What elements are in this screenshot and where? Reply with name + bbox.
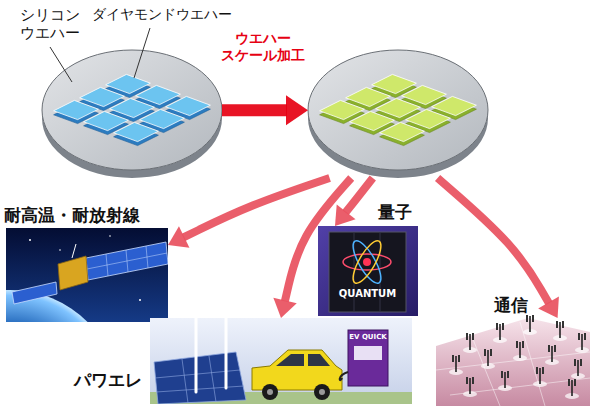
antenna-tower [463,377,477,397]
tile-top [320,100,365,119]
application-panel: 通信 [436,318,588,406]
charger-text: EV QUICK [348,333,388,341]
process-arrow [222,104,287,116]
process-arrow [285,178,351,301]
antenna-tower [523,315,537,335]
wind-turbine [210,279,244,388]
solar-grid [155,356,244,403]
ev-charger [340,330,388,386]
antenna-tower [493,323,507,343]
tile-top [372,74,417,93]
application-panel: 耐高温・耐放射線 [6,228,168,322]
solar-panel [154,352,246,404]
wafer-node: シリコン ウエハーダイヤモンドウエハー [42,50,222,178]
antenna-tower [545,345,559,365]
connector-group [222,95,308,125]
tile-top [110,98,155,117]
application-panel: パワエレ [150,318,412,404]
quantum-ground [318,226,418,316]
wafer-tile [380,122,425,145]
processed-tiles [320,74,477,145]
tile-top [406,109,451,128]
tile-top [106,74,151,93]
satellite-body [58,256,88,290]
application-panel: 量子 [318,226,418,316]
connector-group [438,178,559,318]
antenna-tower [571,359,585,379]
wafer-top [42,50,222,170]
computer-cabinet [329,232,406,312]
solar-wing [12,282,57,304]
arrow-head [168,226,189,248]
car [252,350,342,400]
antenna-tower [513,341,527,361]
application-heading: 耐高温・耐放射線 [4,205,140,225]
application-heading: 量子 [378,202,412,222]
communication-picture [436,315,590,406]
wind-turbine [177,280,215,392]
antenna-tower [463,333,477,353]
antenna-tower [565,379,579,399]
process-label: ウエハー スケール加工 [218,30,308,64]
antenna-tower [449,355,463,375]
process-arrow [438,178,549,303]
antenna-group [449,315,589,399]
tile-top [54,100,99,119]
arrow-head [538,296,559,318]
wafer-top [308,50,488,170]
diamond-tiles [54,74,211,145]
quantum-picture [318,226,418,316]
part-label: シリコン ウエハー [20,6,90,42]
arrow-head [273,298,296,318]
sky-ground [150,318,412,404]
tile-top [402,85,447,104]
power-picture [150,279,412,404]
floor-grid [436,322,590,406]
solar-grid [87,246,167,276]
tile-top [350,111,395,130]
arrow-head [335,204,356,226]
tile-top [84,111,129,130]
antenna-tower [481,349,495,369]
part-label: ダイヤモンドウエハー [92,6,232,23]
antenna-tower [553,321,567,341]
screen-text: QUANTUM [329,288,406,300]
wafer-node: ウエハー スケール加工 [308,50,488,178]
application-heading: パワエレ [74,370,142,390]
tile-top [346,87,391,106]
tile-top [114,122,159,141]
atom-symbol [343,237,391,287]
application-heading: 通信 [494,295,528,315]
antenna-tower [533,367,547,387]
tile-top [380,122,425,141]
tile-top [376,98,421,117]
antenna-tower [575,333,589,353]
wafer-tile [114,122,159,145]
star [59,249,61,251]
tile-top [166,96,211,115]
silicon-wafer [42,50,222,178]
city-floor [436,318,590,406]
tile-top [432,96,477,115]
star [139,299,141,301]
antenna-tower [498,371,512,391]
tile-top [140,109,185,128]
star [29,239,31,241]
leader-line [50,47,72,82]
star [109,235,111,237]
processed-wafer [308,50,488,178]
antenna [72,244,76,258]
tile-top [80,87,125,106]
solar-wing [86,242,168,280]
leader-line [134,28,150,78]
arrow-head [286,95,308,125]
satellite-picture [6,228,168,322]
tile-top [136,85,181,104]
